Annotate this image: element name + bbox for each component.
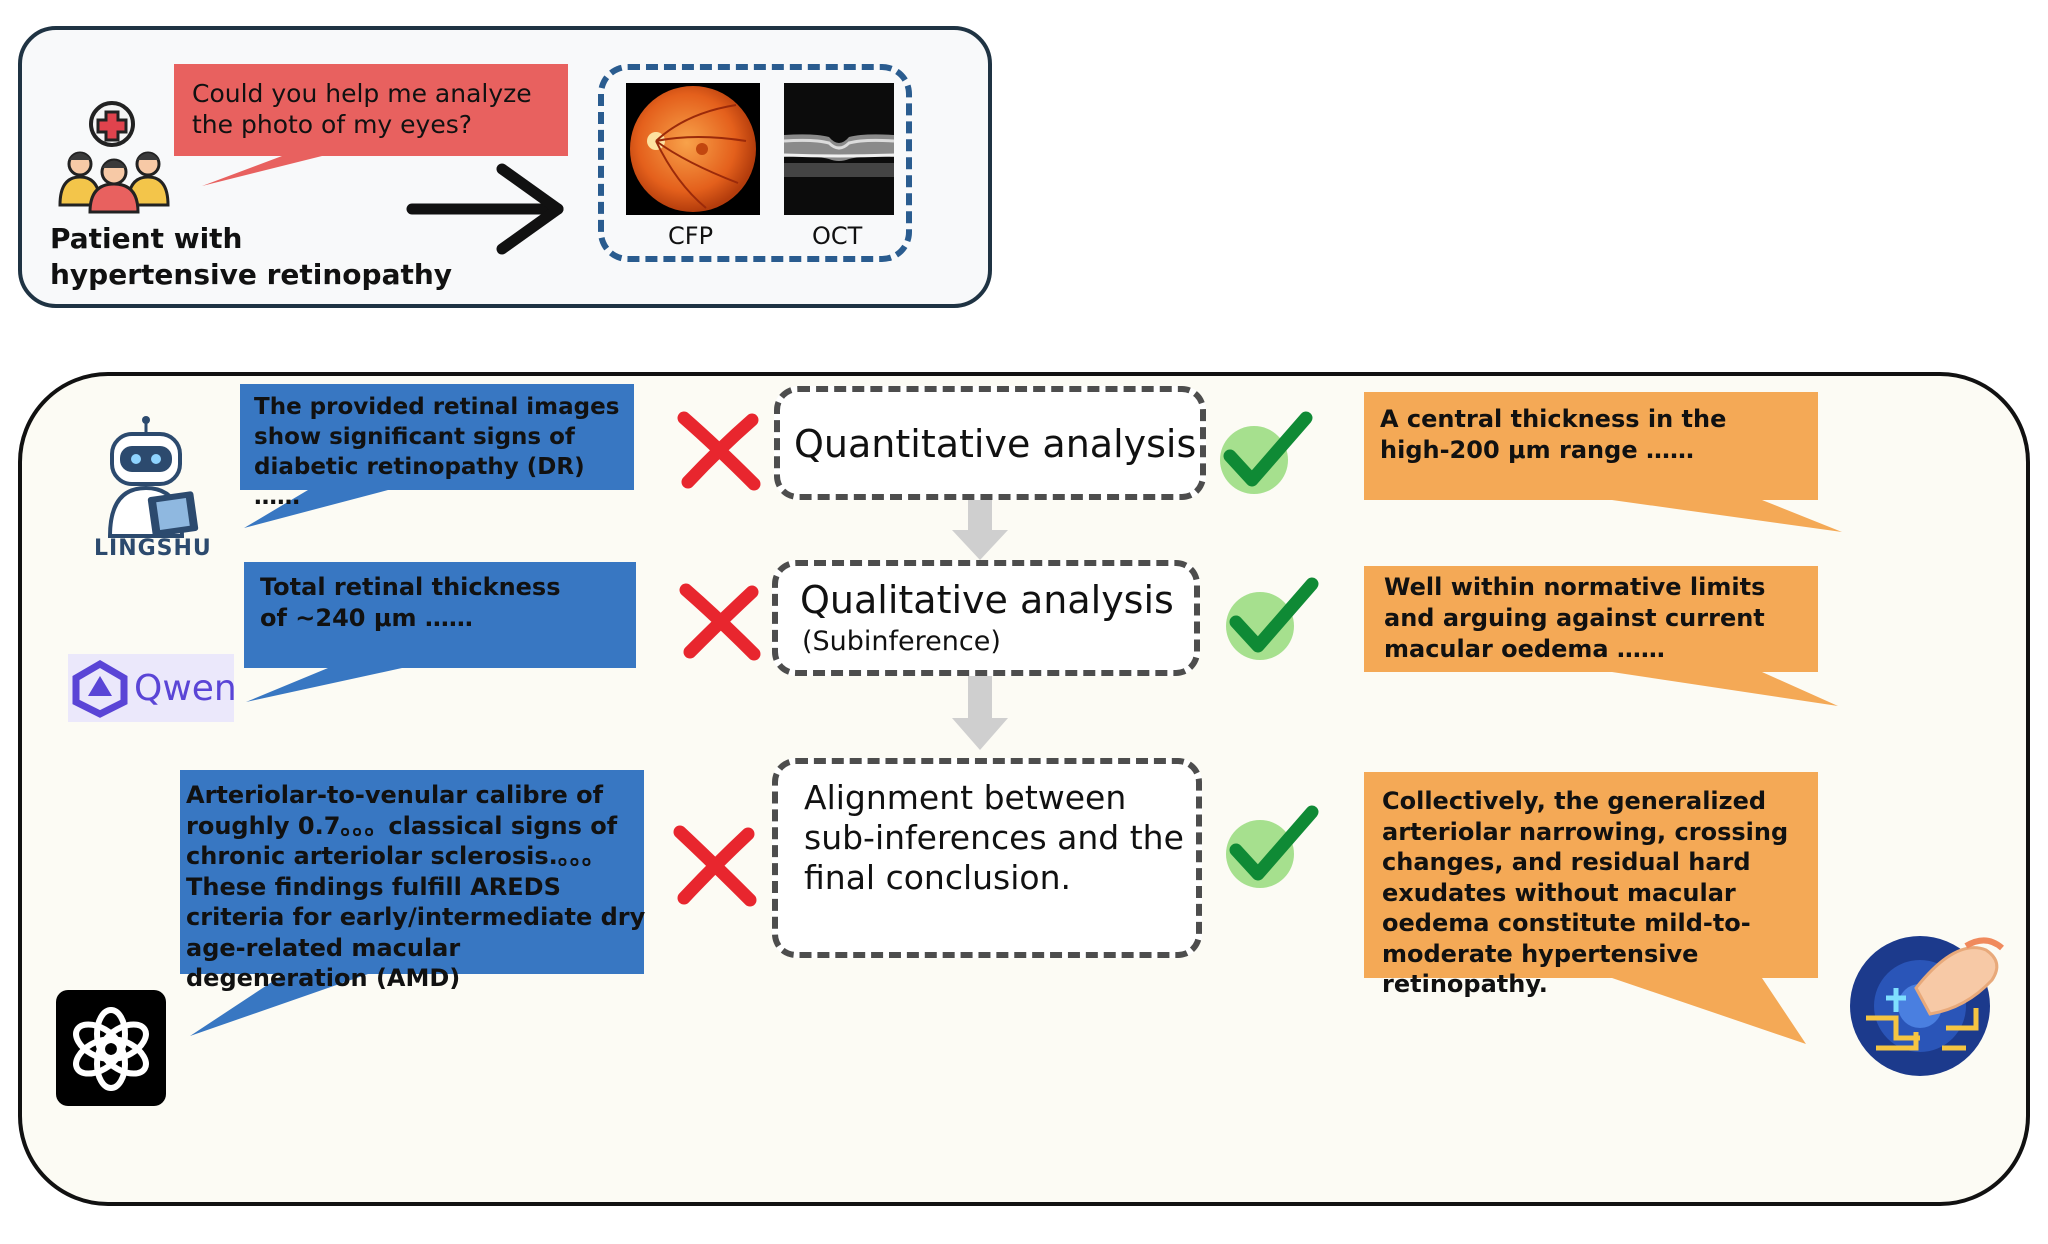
qwen-label: Qwen [134,668,237,709]
correct-bubble-1-shape [1364,392,1842,532]
lingshu-label: LINGSHU [94,536,212,561]
patient-question: Could you help me analyze the photo of m… [192,79,532,139]
eye-images-frame [598,64,912,262]
arrow-right-icon [406,163,564,255]
step-quantitative-title: Quantitative analysis [794,422,1197,466]
wrong-answer-3: Arteriolar-to-venular calibre of roughly… [186,781,646,992]
lingshu-robot-icon [107,416,199,538]
wrong-answer-1: The provided retinal images show signifi… [254,394,620,510]
down-arrow-icon-1 [952,500,1008,560]
correct-answer-3: Collectively, the generalized arteriolar… [1382,787,1789,998]
check-icon-3 [1226,805,1319,888]
step-qualitative-subtitle: (Subinference) [802,626,1001,657]
cross-icon-1 [677,411,761,491]
check-icon-1 [1220,411,1313,494]
question-bubble-shape [174,64,568,186]
step-quantitative-box [774,386,1206,500]
oct-scan-image [783,83,895,215]
patient-label-line1: Patient with [50,222,243,255]
wrong-answer-2: Total retinal thickness of ~240 μm …… [260,573,561,632]
patient-group-icon [58,101,170,214]
wrong-bubble-2-shape [244,562,636,702]
step-alignment-title: Alignment between sub-inferences and the… [804,778,1184,897]
step-qualitative-box [772,560,1200,676]
cross-icon-3 [673,825,757,907]
openai-knot-icon [73,1007,149,1091]
cross-icon-2 [679,583,761,661]
correct-bubble-3-shape [1364,772,1818,1044]
step-qualitative-title: Qualitative analysis [800,578,1174,622]
qwen-star-icon [72,659,128,718]
ai-touch-icon [1850,936,2004,1076]
correct-answer-2: Well within normative limits and arguing… [1384,573,1766,663]
cfp-label: CFP [668,222,714,250]
correct-bubble-2-shape [1364,566,1838,706]
correct-answer-1: A central thickness in the high-200 μm r… [1380,405,1727,464]
cfp-fundus-image [626,83,760,215]
down-arrow-icon-2 [952,676,1008,750]
patient-label-line2: hypertensive retinopathy [50,258,453,291]
step-alignment-box [772,758,1202,958]
wrong-bubble-3-shape [180,770,644,1036]
wrong-bubble-1-shape [240,384,634,528]
oct-label: OCT [812,222,863,250]
check-icon-2 [1226,577,1319,660]
